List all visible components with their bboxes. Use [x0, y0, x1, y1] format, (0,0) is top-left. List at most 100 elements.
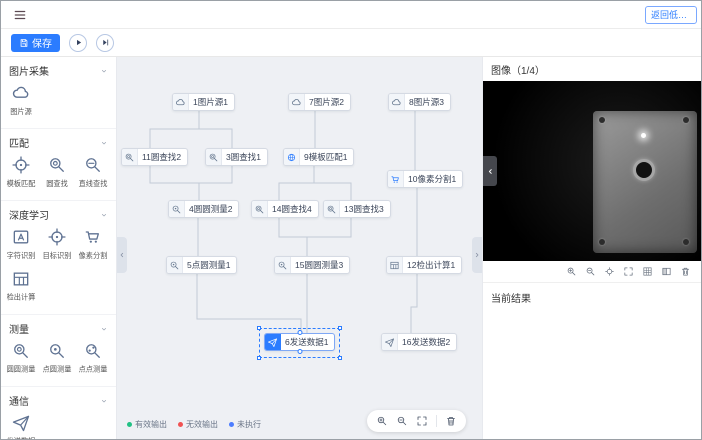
section-header-deep-learning[interactable]: 深度学习	[1, 202, 116, 225]
flow-node-detect-calc-1[interactable]: 12检出计算1	[386, 256, 463, 274]
image-panel-title: 图像（1/4）	[491, 66, 545, 77]
flow-canvas[interactable]: 1图片源1 7图片源2 8图片源3 11圆查找2 3圆查找1 9模板匹配1	[117, 57, 482, 439]
part-screw	[599, 117, 605, 123]
section-deep-learning: 深度学习 字符识别 目标识别 像素分割	[1, 201, 116, 315]
back-to-lowcode-button[interactable]: 返回低代码	[645, 5, 697, 24]
chevron-left-icon	[486, 167, 495, 176]
send-data-icon	[382, 334, 398, 350]
image-source-icon	[10, 82, 32, 104]
point-point-measure-icon	[82, 340, 104, 362]
image-toolbar	[483, 261, 701, 283]
sidebar-collapse-handle[interactable]	[117, 237, 127, 273]
fit-view-icon[interactable]	[416, 415, 428, 427]
circle-find-icon	[122, 149, 138, 165]
zoom-out-icon[interactable]	[396, 415, 408, 427]
chevron-down-icon[interactable]	[100, 397, 108, 405]
status-legend: 有效输出 无效输出 未执行	[127, 419, 261, 430]
zoom-in-icon[interactable]	[376, 415, 388, 427]
section-image-capture: 图片采集 图片源	[1, 57, 116, 129]
tool-pixel-segment[interactable]: 像素分割	[75, 226, 111, 266]
tool-line-find[interactable]: 直线查找	[75, 154, 111, 194]
menu-icon[interactable]	[11, 6, 29, 24]
save-button[interactable]: 保存	[11, 33, 60, 52]
section-title: 图片采集	[9, 67, 49, 78]
flow-node-image-source-1[interactable]: 1图片源1	[172, 93, 235, 111]
flow-node-send-data-1[interactable]: 6发送数据1	[264, 330, 336, 354]
save-label: 保存	[32, 39, 52, 50]
section-header-match[interactable]: 匹配	[1, 130, 116, 153]
tool-ocr[interactable]: 字符识别	[3, 226, 39, 266]
tool-circle-find[interactable]: 圆查找	[39, 154, 75, 194]
chevron-down-icon[interactable]	[100, 325, 108, 333]
topbar: 返回低代码	[1, 1, 701, 29]
circle-find-icon	[324, 201, 340, 217]
flow-node-circle-find-4[interactable]: 14圆查找4	[251, 200, 319, 218]
compare-icon[interactable]	[661, 266, 672, 277]
tool-point-point-measure[interactable]: 点点测量	[75, 340, 111, 380]
tool-template-match[interactable]: 模板匹配	[3, 154, 39, 194]
selection-handle[interactable]	[338, 355, 343, 360]
run-button[interactable]	[69, 33, 87, 52]
selection-handle[interactable]	[338, 326, 343, 330]
part-screw	[683, 239, 689, 245]
section-header-communication[interactable]: 通信	[1, 388, 116, 411]
part-screw	[683, 117, 689, 123]
divider	[436, 415, 437, 427]
zoom-in-icon[interactable]	[566, 266, 577, 277]
main-area: 图片采集 图片源 匹配 模板匹配	[1, 57, 701, 439]
flow-node-measure-2[interactable]: 4圆圆测量2	[168, 200, 240, 218]
section-header-image-capture[interactable]: 图片采集	[1, 58, 116, 81]
chevron-down-icon[interactable]	[100, 67, 108, 75]
flow-node-measure-3[interactable]: 15圆圆测量3	[274, 256, 351, 274]
part-center-hole	[633, 159, 655, 181]
tool-image-source[interactable]: 图片源	[3, 82, 39, 122]
chevron-down-icon[interactable]	[100, 211, 108, 219]
flow-node-circle-find-3[interactable]: 13圆查找3	[323, 200, 391, 218]
flow-node-measure-1[interactable]: 5点圆测量1	[166, 256, 238, 274]
output-port[interactable]	[297, 349, 303, 354]
pixel-segment-icon	[388, 171, 404, 187]
tool-circle-circle-measure[interactable]: 圆圆测量	[3, 340, 39, 380]
tool-detect-calc[interactable]: 检出计算	[3, 268, 39, 308]
circle-circle-measure-icon	[10, 340, 32, 362]
inspected-part	[593, 111, 697, 253]
delete-icon[interactable]	[680, 266, 691, 277]
flow-node-send-data-2[interactable]: 16发送数据2	[381, 333, 458, 351]
selection-handle[interactable]	[257, 326, 261, 330]
flow-node-pixel-segment-1[interactable]: 10像素分割1	[387, 170, 464, 188]
selection-handle[interactable]	[257, 355, 261, 360]
input-port[interactable]	[297, 330, 303, 335]
flow-node-circle-find-1[interactable]: 3圆查找1	[205, 148, 268, 166]
ocr-icon	[10, 226, 32, 248]
previous-image-button[interactable]	[483, 156, 497, 186]
flow-node-circle-find-2[interactable]: 11圆查找2	[121, 148, 189, 166]
chevron-down-icon[interactable]	[100, 139, 108, 147]
step-play-icon	[101, 38, 110, 47]
image-source-icon	[289, 94, 305, 110]
flow-node-image-source-2[interactable]: 7图片源2	[288, 93, 351, 111]
selection-box[interactable]: 6发送数据1	[257, 326, 343, 360]
send-data-icon	[265, 334, 281, 350]
fullscreen-icon[interactable]	[623, 266, 634, 277]
tool-sidebar: 图片采集 图片源 匹配 模板匹配	[1, 57, 117, 439]
circle-find-icon	[46, 154, 68, 176]
pixel-segment-icon	[82, 226, 104, 248]
play-icon	[74, 38, 83, 47]
tool-object-detect[interactable]: 目标识别	[39, 226, 75, 266]
current-result-title: 当前结果	[491, 294, 531, 305]
current-result-body	[483, 312, 701, 439]
flow-node-image-source-3[interactable]: 8图片源3	[388, 93, 451, 111]
zoom-out-icon[interactable]	[585, 266, 596, 277]
section-match: 匹配 模板匹配 圆查找 直线查找	[1, 129, 116, 201]
locate-icon[interactable]	[604, 266, 615, 277]
tool-send-data[interactable]: 发送数据	[3, 412, 39, 439]
delete-icon[interactable]	[445, 415, 457, 427]
panel-collapse-handle[interactable]	[472, 237, 482, 273]
step-run-button[interactable]	[96, 33, 114, 52]
flow-node-template-match-1[interactable]: 9模板匹配1	[283, 148, 355, 166]
tool-point-circle-measure[interactable]: 点圆测量	[39, 340, 75, 380]
image-viewer[interactable]	[483, 81, 701, 261]
section-header-measure[interactable]: 测量	[1, 316, 116, 339]
grid-icon[interactable]	[642, 266, 653, 277]
detect-calc-icon	[10, 268, 32, 290]
